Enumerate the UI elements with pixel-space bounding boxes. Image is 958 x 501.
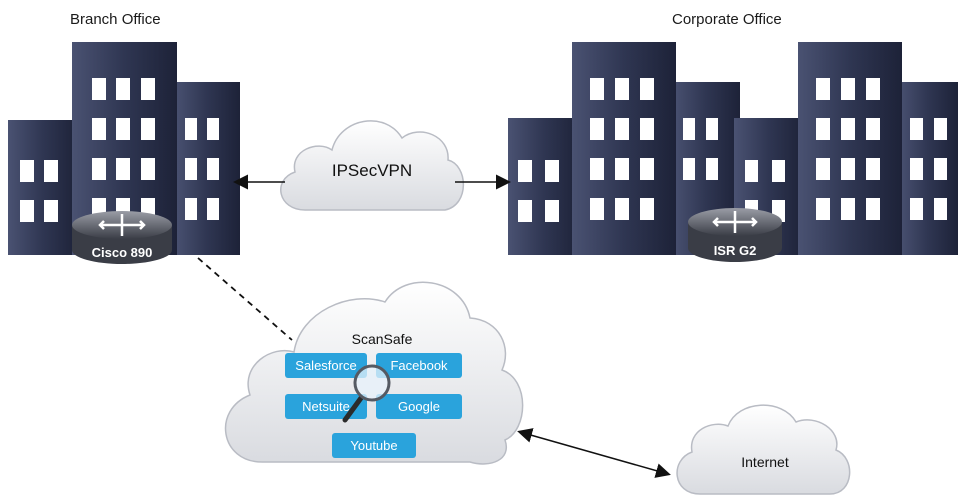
svg-text:Google: Google (398, 399, 440, 414)
scansafe-cloud: ScanSafe Salesforce Facebook Netsuite Go… (224, 281, 524, 465)
branch-office-title: Branch Office (70, 11, 161, 28)
svg-text:Netsuite: Netsuite (302, 399, 350, 414)
svg-text:Salesforce: Salesforce (295, 358, 356, 373)
app-tag-google: Google (376, 394, 462, 419)
vpn-cloud-label: IPSecVPN (332, 161, 412, 180)
app-tag-youtube: Youtube (332, 433, 416, 458)
app-tag-netsuite: Netsuite (285, 394, 367, 419)
router-icon (712, 211, 758, 233)
svg-text:Facebook: Facebook (390, 358, 448, 373)
corporate-router-label: ISR G2 (714, 243, 757, 258)
internet-cloud: Internet (676, 404, 851, 495)
app-tag-facebook: Facebook (376, 353, 462, 378)
corporate-router: ISR G2 (688, 208, 782, 262)
router-icon (98, 214, 146, 236)
internet-link (517, 428, 671, 478)
corporate-office-title: Corporate Office (672, 11, 782, 28)
scansafe-label: ScanSafe (352, 331, 413, 347)
scansafe-dashed-link (197, 257, 293, 341)
vpn-cloud: IPSecVPN (280, 120, 465, 211)
branch-router-label: Cisco 890 (92, 245, 153, 260)
magnifier-icon (342, 364, 391, 423)
svg-text:Youtube: Youtube (350, 438, 397, 453)
app-tag-salesforce: Salesforce (285, 353, 367, 378)
internet-label: Internet (741, 454, 789, 470)
branch-router: Cisco 890 (72, 211, 172, 264)
